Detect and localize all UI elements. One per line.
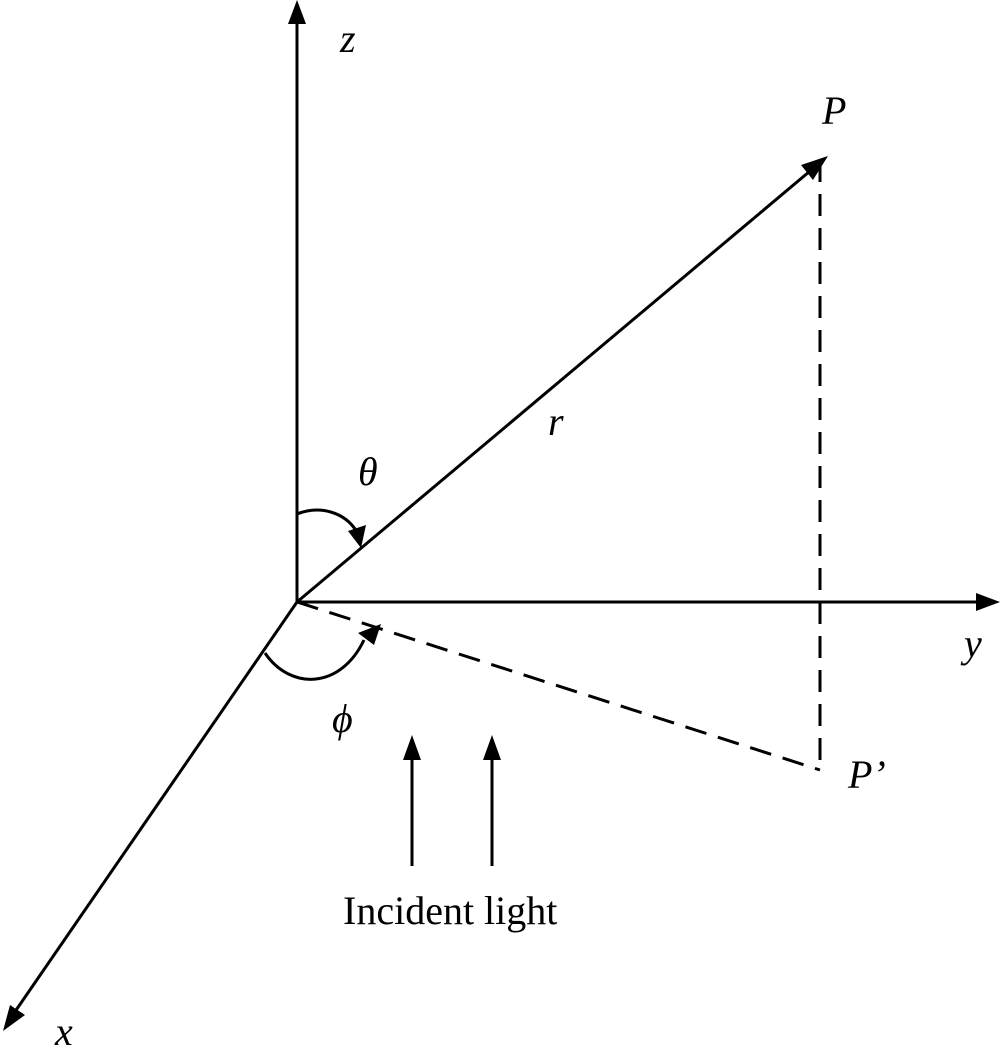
phi-arc-arrowhead bbox=[358, 624, 381, 645]
z-axis bbox=[288, 0, 306, 602]
y-axis-arrowhead bbox=[976, 593, 1000, 611]
y-axis bbox=[297, 593, 1000, 611]
incident-light-arrowhead-right bbox=[483, 735, 501, 760]
incident-light-label: Incident light bbox=[343, 888, 557, 933]
theta-label: θ bbox=[358, 449, 378, 494]
x-axis bbox=[3, 601, 299, 1031]
theta-arc-arrowhead bbox=[348, 525, 366, 548]
theta-arc-path bbox=[296, 508, 359, 533]
z-axis-label: z bbox=[339, 16, 356, 61]
projection-line-ground bbox=[296, 600, 821, 772]
incident-light-arrowhead-left bbox=[403, 735, 421, 760]
radius-vector-line bbox=[296, 164, 817, 604]
radius-vector bbox=[296, 156, 828, 604]
x-axis-label: x bbox=[54, 1009, 73, 1052]
phi-label: ϕ bbox=[332, 696, 353, 741]
radius-label: r bbox=[548, 399, 564, 444]
phi-arc-path bbox=[263, 639, 366, 681]
point-p-label: P bbox=[821, 88, 846, 133]
x-axis-arrowhead bbox=[3, 1005, 25, 1031]
point-p-prime-label: P’ bbox=[847, 752, 886, 797]
phi-angle-arc bbox=[263, 624, 381, 681]
z-axis-arrowhead bbox=[288, 0, 306, 24]
theta-angle-arc bbox=[296, 508, 366, 548]
y-axis-label: y bbox=[960, 621, 982, 666]
incident-light-arrows bbox=[403, 735, 501, 866]
x-axis-line bbox=[10, 601, 299, 1017]
